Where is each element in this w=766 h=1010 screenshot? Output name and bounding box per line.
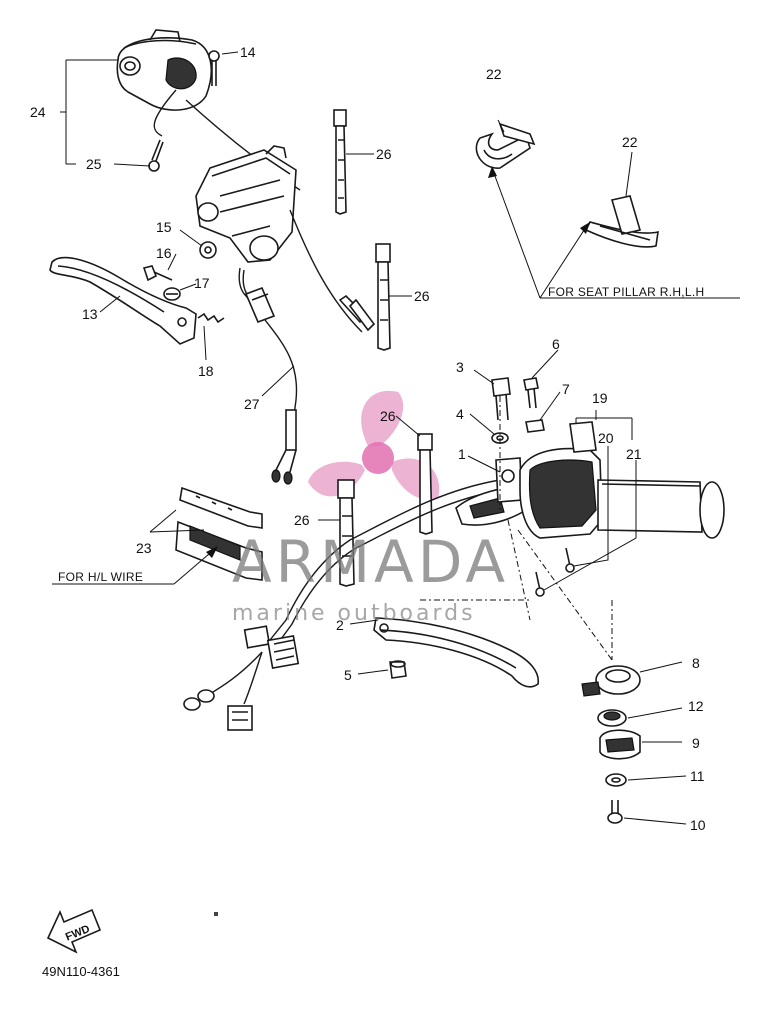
label-3: 3 (456, 359, 464, 375)
left-handlebar-switch-24 (116, 29, 213, 111)
watermark-brand: ARMADA (232, 528, 509, 596)
label-26-mid: 26 (414, 288, 430, 304)
note-seat-pillar: FOR SEAT PILLAR R.H,L.H (548, 285, 705, 299)
label-27: 27 (244, 396, 260, 412)
cable-tie-26-mid (375, 243, 391, 351)
right-handlebar-switch-19 (519, 421, 603, 539)
switch-wire (153, 89, 177, 137)
label-20: 20 (598, 430, 614, 446)
cable-tie-23-lower (175, 520, 263, 581)
connector-block-a (243, 625, 300, 669)
label-10: 10 (690, 817, 706, 833)
washer-12 (597, 709, 627, 727)
label-14: 14 (240, 44, 256, 60)
screw-14 (208, 50, 220, 86)
label-11: 11 (690, 768, 705, 784)
label-18: 18 (198, 363, 214, 379)
label-1: 1 (458, 446, 466, 462)
cable-tie-26-top (333, 109, 347, 215)
note-hl-wire: FOR H/L WIRE (58, 570, 143, 584)
bolt-16 (142, 265, 173, 282)
label-24: 24 (30, 104, 46, 120)
brake-lever-2 (373, 617, 539, 688)
cable-27-sensor (244, 286, 276, 324)
label-8: 8 (692, 655, 700, 671)
label-4: 4 (456, 406, 464, 422)
watermark-tagline: marine outboards (232, 601, 476, 626)
label-5: 5 (344, 667, 352, 683)
washer-11 (605, 773, 627, 787)
bolt-17 (163, 287, 181, 301)
part-labels: 24 25 14 26 26 15 16 17 13 18 27 22 22 3… (30, 44, 706, 833)
clip-22-upper (475, 122, 536, 169)
label-21: 21 (626, 446, 642, 462)
label-26-top: 26 (376, 146, 392, 162)
bolt-3 (491, 377, 511, 421)
nut-5 (389, 660, 407, 679)
screw-21 (535, 571, 545, 597)
speck (214, 912, 218, 916)
clutch-lever-13 (49, 256, 197, 345)
cable-tie-23-upper (179, 486, 263, 529)
screw-6 (523, 377, 539, 409)
spring-18 (197, 312, 225, 324)
label-13: 13 (82, 306, 98, 322)
switch-body-9 (599, 729, 641, 760)
label-7: 7 (562, 381, 570, 397)
bracket-wire (289, 209, 363, 333)
label-17: 17 (194, 275, 210, 291)
diagram-code: 49N110-4361 (42, 964, 120, 979)
handlebar-wire-harness (269, 479, 501, 641)
switch-8 (581, 665, 641, 697)
nut-15 (199, 241, 217, 259)
label-25: 25 (86, 156, 102, 172)
nut-7 (525, 419, 545, 433)
label-16: 16 (156, 245, 172, 261)
connector-block-b (183, 689, 253, 731)
master-cylinder-1 (455, 457, 527, 526)
seat-pillar-leader (491, 167, 541, 299)
label-6: 6 (552, 336, 560, 352)
leader-lines (60, 51, 687, 825)
label-9: 9 (692, 735, 700, 751)
clutch-lever-holder (195, 145, 297, 263)
clip-22-lower (584, 195, 659, 248)
wire-connector-top (338, 294, 376, 332)
label-23: 23 (136, 540, 152, 556)
label-26-lower-right: 26 (380, 408, 396, 424)
label-22-lower: 22 (622, 134, 638, 150)
label-12: 12 (688, 698, 704, 714)
fwd-arrow-icon: FWD (46, 908, 102, 954)
cable-tie-26-lower-right (417, 433, 433, 535)
label-26-lower-left: 26 (294, 512, 310, 528)
label-22-upper: 22 (486, 66, 502, 82)
cable-27-plug (271, 409, 297, 485)
screw-10 (607, 800, 623, 824)
label-19: 19 (592, 390, 608, 406)
screw-25 (148, 139, 164, 172)
label-15: 15 (156, 219, 172, 235)
screw-20 (565, 547, 575, 573)
label-2: 2 (336, 617, 344, 633)
throttle-grip (597, 479, 725, 539)
